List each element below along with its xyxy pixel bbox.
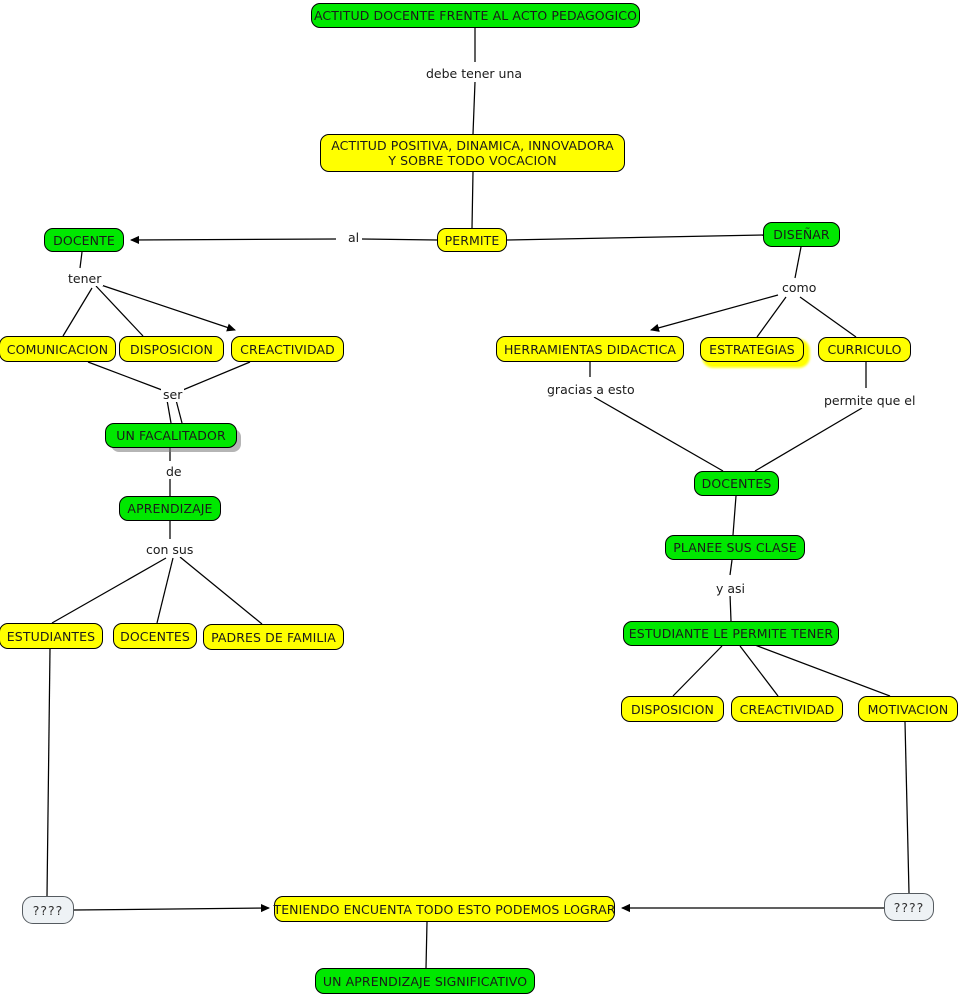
link-label[interactable]: como	[780, 280, 819, 295]
link-label[interactable]: debe tener una	[424, 66, 525, 81]
concept-node[interactable]: CREACTIVIDAD	[731, 696, 843, 722]
edge-como-to-estrategias	[756, 296, 787, 338]
edge-ser-to-facalitador-b	[175, 399, 183, 424]
concept-node[interactable]: TENIENDO ENCUENTA TODO ESTO PODEMOS LOGR…	[273, 896, 615, 922]
edge-consus-to-padres	[179, 556, 263, 625]
edge-debe-to-actitud	[472, 81, 476, 135]
edge-consus-to-docentes	[156, 557, 174, 624]
edge-creactividad-to-ser	[177, 361, 251, 393]
edge-gracias-to-docentes	[593, 396, 724, 472]
concept-node[interactable]: ESTUDIANTE LE PERMITE TENER	[623, 621, 839, 646]
edge-tener-to-disposicion	[95, 285, 144, 337]
edge-estudiante-to-disposicion	[672, 645, 723, 697]
concept-node[interactable]: DOCENTE	[44, 228, 124, 252]
edge-docentes-to-planee	[732, 495, 737, 536]
concept-node[interactable]: ????	[22, 896, 74, 924]
link-label[interactable]: ser	[161, 387, 185, 402]
concept-node[interactable]: HERRAMIENTAS DIDACTICA	[496, 336, 684, 362]
edge-tener-to-comunicacion	[62, 287, 93, 337]
concept-node[interactable]: CURRICULO	[818, 337, 911, 362]
edge-al-to-docente	[130, 235, 337, 245]
concept-node[interactable]: DISEÑAR	[763, 222, 840, 247]
link-label[interactable]: con sus	[144, 542, 196, 557]
edge-como-to-herramientas	[650, 294, 779, 332]
edge-docente-to-tener	[79, 251, 83, 269]
concept-node[interactable]: ACTITUD POSITIVA, DINAMICA, INNOVADORA Y…	[320, 134, 625, 172]
concept-node[interactable]: DOCENTES	[694, 471, 779, 496]
link-label[interactable]: permite que el	[822, 393, 918, 408]
concept-node[interactable]: COMUNICACION	[0, 336, 116, 362]
link-label[interactable]: y asi	[714, 581, 748, 596]
concept-node[interactable]: MOTIVACION	[858, 696, 958, 722]
concept-node[interactable]: UN FACALITADOR	[105, 423, 237, 448]
edge-motivacion-to-unknown-right	[904, 721, 910, 894]
link-label[interactable]: gracias a esto	[545, 382, 637, 397]
link-label[interactable]: al	[346, 230, 362, 245]
edge-permite-to-al	[361, 238, 438, 241]
concept-node[interactable]: DOCENTES	[113, 623, 197, 649]
concept-node[interactable]: ESTRATEGIAS	[700, 337, 804, 362]
edge-disenar-to-como	[794, 246, 802, 279]
concept-node[interactable]: PADRES DE FAMILIA	[203, 624, 344, 650]
edge-teniendo-to-aprendizaje-sig	[425, 921, 428, 969]
concept-node[interactable]: DISPOSICION	[621, 696, 724, 722]
edge-consus-to-estudiantes	[51, 557, 167, 624]
edge-ser-to-facalitador	[166, 399, 172, 424]
concept-node[interactable]: PLANEE SUS CLASE	[665, 535, 805, 560]
edge-unknown-left-to-teniendo	[73, 903, 270, 913]
edge-permitequeel-to-docentes	[754, 407, 863, 472]
concept-node[interactable]: PERMITE	[437, 228, 507, 252]
edge-actitud-to-permite	[471, 171, 474, 229]
edge-yasi-to-estudiante	[729, 593, 732, 622]
concept-node[interactable]: ????	[884, 893, 934, 921]
edge-permite-to-disenar	[506, 234, 764, 241]
link-label[interactable]: de	[164, 464, 184, 479]
edge-planee-to-yasi	[729, 559, 733, 576]
edge-como-to-curriculo	[799, 296, 857, 338]
link-label[interactable]: tener	[66, 271, 104, 286]
concept-node[interactable]: ESTUDIANTES	[0, 623, 103, 649]
concept-node[interactable]: CREACTIVIDAD	[231, 336, 344, 362]
edge-estudiante-to-motivacion	[754, 644, 891, 697]
concept-node[interactable]: UN APRENDIZAJE SIGNIFICATIVO	[315, 968, 535, 994]
edge-estudiantes-to-unknown-left	[46, 648, 51, 897]
edge-comunicacion-to-ser	[87, 361, 163, 391]
concept-node[interactable]: DISPOSICION	[119, 336, 224, 362]
edge-estudiante-to-creactividad	[739, 645, 779, 697]
edge-tener-to-creactividad	[97, 283, 236, 332]
concept-node[interactable]: ACTITUD DOCENTE FRENTE AL ACTO PEDAGOGIC…	[311, 3, 640, 28]
concept-node[interactable]: APRENDIZAJE	[119, 496, 221, 521]
